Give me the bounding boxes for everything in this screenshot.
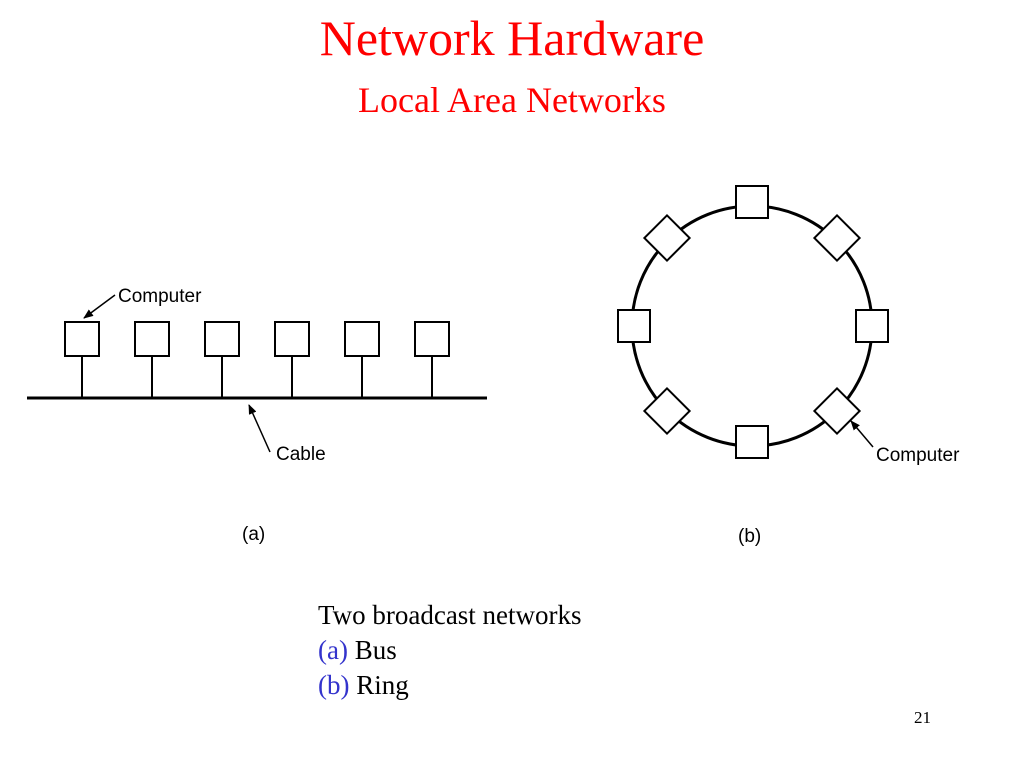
bus-computer [134,321,170,398]
caption: Two broadcast networks (a) Bus (b) Ring [318,598,582,703]
bus-computer-arrow [83,294,116,319]
bus-computer [64,321,100,398]
ring-computer [812,213,862,263]
page-number: 21 [914,708,931,727]
bus-computer [204,321,240,398]
ring-computer [617,309,651,343]
ring-computer [735,425,769,459]
bus-computer [274,321,310,398]
caption-item-tag: (b) [318,670,350,700]
caption-item: (a) Bus [318,633,582,668]
bus-cable-arrow [248,404,271,453]
slide-title: Network Hardware [319,10,705,66]
ring-computer-label: Computer [876,445,960,466]
ring-computer-arrow [850,420,874,448]
ring-network: Computer (b) [617,185,960,547]
bus-cable-label: Cable [276,444,326,465]
caption-item-text: Ring [356,670,409,700]
ring-computer [812,386,862,436]
ring-computer [855,309,889,343]
caption-item: (b) Ring [318,668,582,703]
bus-network: Computer Cable (a) [27,286,487,545]
bus-computer-label: Computer [118,286,202,307]
bus-panel-label: (a) [242,524,265,545]
bus-computer [344,321,380,398]
bus-computer [414,321,450,398]
ring-computer [642,386,692,436]
ring-panel-label: (b) [738,526,761,547]
slide-subtitle: Local Area Networks [358,80,666,120]
ring-computer [735,185,769,219]
caption-item-tag: (a) [318,635,348,665]
caption-heading: Two broadcast networks [318,600,582,630]
ring-computer [642,213,692,263]
caption-item-text: Bus [354,635,397,665]
